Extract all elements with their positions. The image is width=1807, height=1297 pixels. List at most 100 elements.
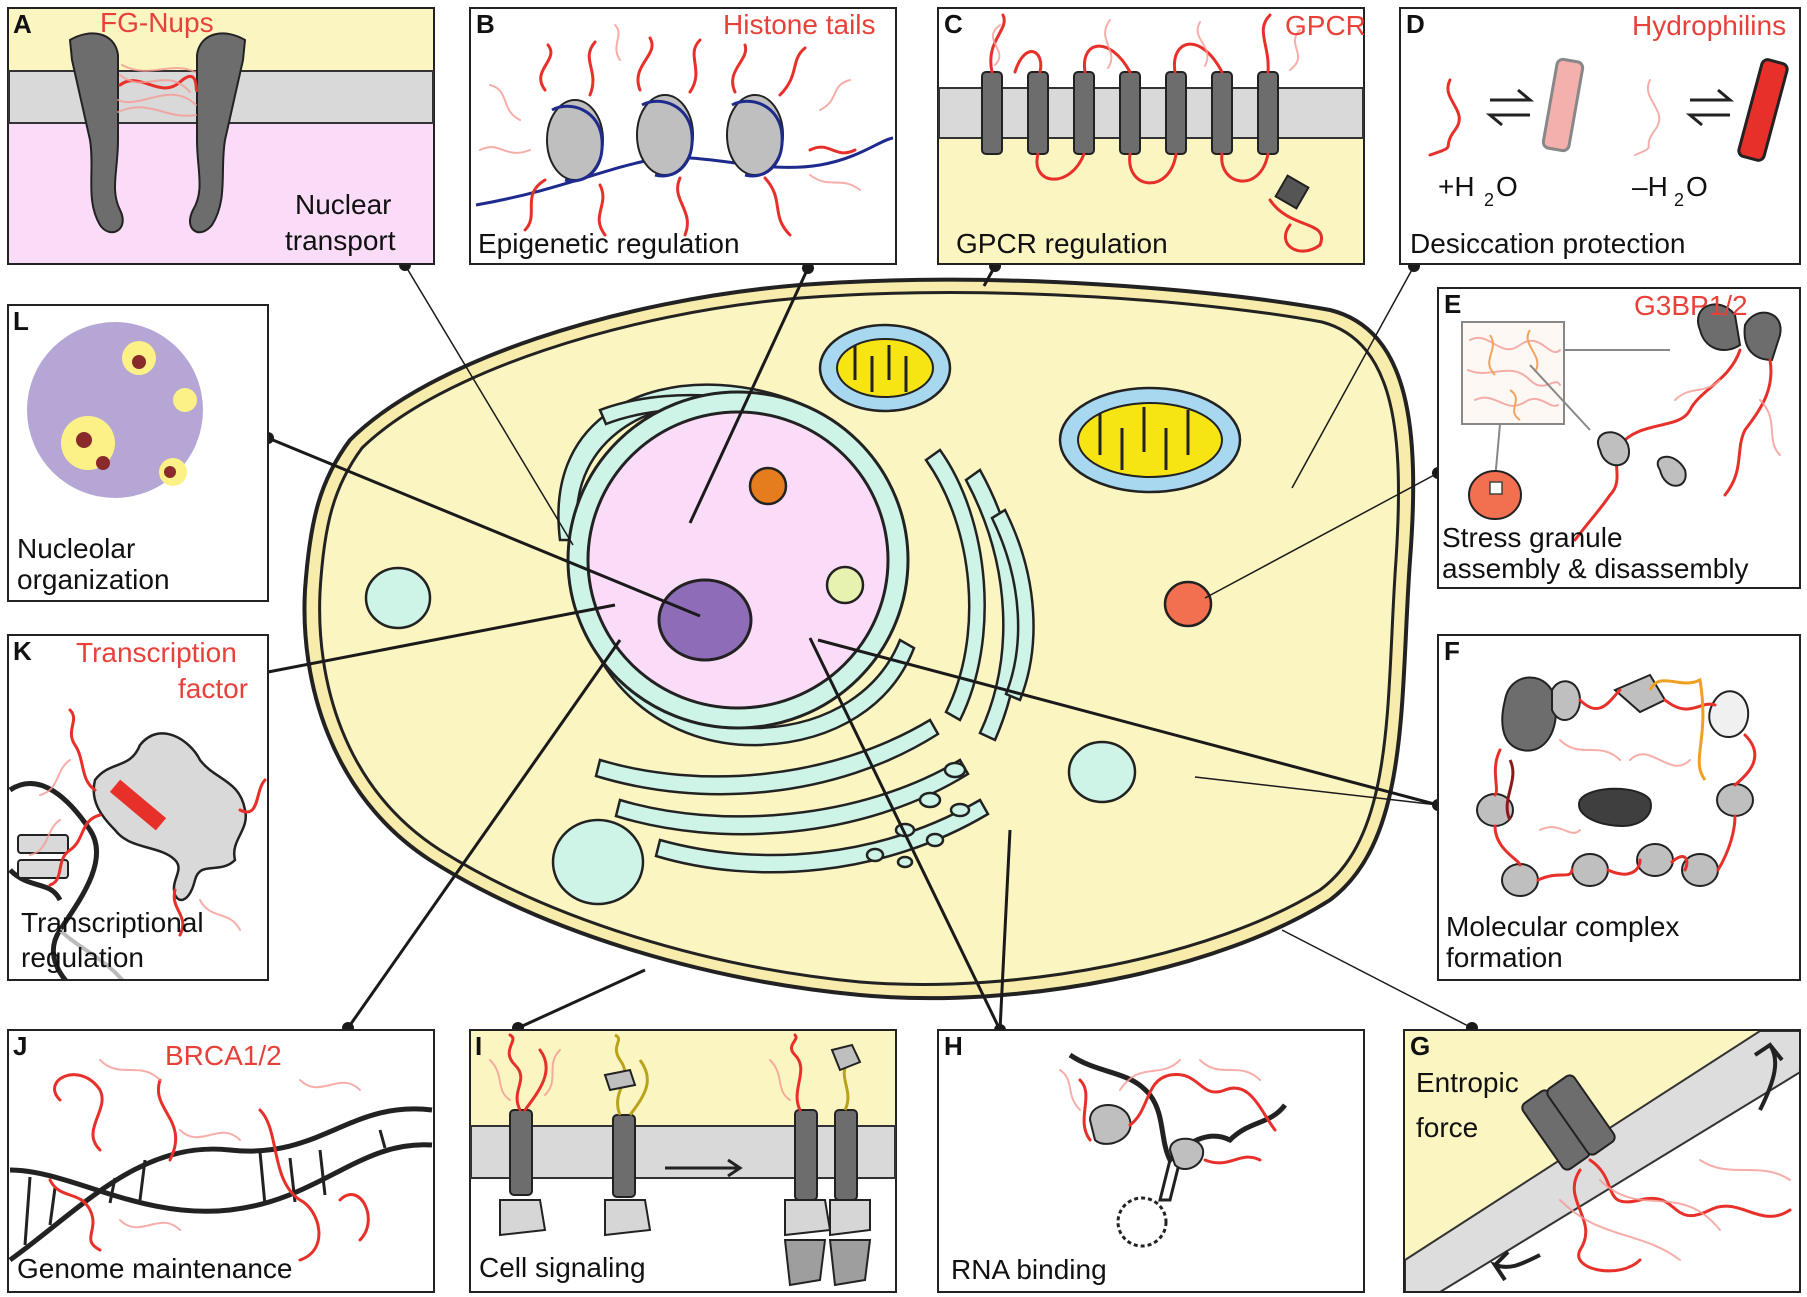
vesicle-left [364, 566, 432, 630]
membrane [1405, 1031, 1799, 1291]
svg-text:+H: +H [1438, 171, 1475, 202]
nucleoplasm [586, 410, 890, 710]
force-arrow-down [1490, 1250, 1541, 1282]
fibrillar-center [173, 388, 197, 412]
panel-a: A FG-Nups Nuclear transport [7, 7, 435, 265]
svg-text:O: O [1686, 171, 1708, 202]
caption-line-2: formation [1446, 942, 1563, 973]
protein-label: GPCR [1285, 10, 1366, 41]
nucleosome-2 [636, 94, 694, 178]
panel-letter: F [1444, 636, 1460, 666]
caption-line-2: assembly & disassembly [1442, 553, 1749, 584]
fibrillar-center-core [76, 432, 92, 448]
receptor-2-tm [612, 1114, 636, 1198]
caption-line-2: organization [17, 564, 170, 595]
dna-base-pairs [23, 1129, 387, 1246]
nucleosome-3 [726, 94, 784, 178]
rbp-domain-1 [1088, 1104, 1132, 1145]
gpcr-helices [981, 71, 1279, 155]
activation-arrow [665, 1158, 743, 1178]
caption-line-1: Transcriptional [21, 907, 204, 938]
protein-label: Histone tails [723, 9, 876, 40]
ligand-1 [603, 1068, 637, 1092]
stress-granule [1163, 580, 1213, 628]
dna-binding-domain-1 [17, 834, 69, 854]
adaptor-domain-1 [783, 1239, 827, 1287]
mitochondrion-2 [1058, 386, 1242, 494]
dna-binding-domain-2 [17, 859, 69, 879]
complex-protein-dark-2 [1578, 787, 1652, 827]
caption-line-1: Entropic [1416, 1067, 1519, 1098]
tf-helix [109, 779, 167, 831]
helix-full [1737, 58, 1789, 162]
caption-line-1: Desiccation protection [1410, 228, 1685, 259]
equilibrium-arrows-2 [1685, 88, 1735, 127]
protein-label-line-1: Transcription [76, 637, 237, 668]
fibrillar-center-core [96, 456, 110, 470]
panel-c: C GPCR GPCR regulation [937, 7, 1366, 265]
panel-k: K Transcription factor Transcriptional r… [7, 634, 269, 981]
complex-protein-dark-1 [1501, 676, 1557, 752]
kinase-domain-2 [604, 1199, 652, 1237]
caption-line-1: Nuclear [295, 189, 391, 220]
caption-line-1: RNA binding [951, 1254, 1107, 1285]
panel-d: D Hydrophilins +H 2 O –H 2 O Desiccation… [1399, 7, 1801, 265]
receptor-4-tm [834, 1109, 858, 1201]
adaptor-domain-2 [828, 1239, 872, 1287]
caption-line-2: regulation [21, 942, 144, 973]
protein-label: Hydrophilins [1632, 10, 1786, 41]
caption-line-1: Nucleolar [17, 533, 135, 564]
panel-i: I Cell signaling [469, 1029, 897, 1293]
transcription-factor [92, 732, 248, 902]
svg-text:–H: –H [1632, 171, 1668, 202]
complex-protein-gray-1 [1551, 680, 1582, 722]
panel-e: E G3BP1/2 Stress granule assembly & disa… [1437, 287, 1801, 589]
svg-text:O: O [1496, 171, 1518, 202]
kinase-domain-4 [829, 1199, 871, 1237]
hydrated-label: +H 2 O [1438, 171, 1518, 210]
kinase-domain-1 [499, 1199, 547, 1237]
equilibrium-arrows-1 [1485, 88, 1535, 127]
caption-line-1: Molecular complex [1446, 911, 1679, 942]
panel-letter: H [944, 1031, 963, 1061]
nuclear-condensate-green [825, 565, 865, 605]
extracellular-bg [471, 1031, 895, 1126]
complex-protein-gray-4 [1716, 783, 1754, 817]
panel-letter: J [13, 1031, 27, 1061]
fibrillar-center-core [164, 466, 176, 478]
rna-strand [1068, 1052, 1287, 1165]
panel-l: L Nucleolar organization [7, 304, 269, 602]
panel-letter: I [475, 1031, 482, 1061]
panel-b: B Histone tails Epigenetic regulation [469, 7, 897, 265]
force-arrow-up [1753, 1042, 1784, 1111]
panel-letter: G [1410, 1031, 1430, 1061]
nuclear-condensate-orange [748, 466, 788, 506]
caption-line-1: Cell signaling [479, 1252, 646, 1283]
protein-label-line-2: factor [178, 673, 248, 704]
kinase-domain-3 [784, 1199, 832, 1237]
helix-partial [1541, 57, 1585, 153]
panel-j: J BRCA1/2 Genome maintenance [7, 1029, 435, 1293]
svg-text:2: 2 [1674, 190, 1684, 210]
rbp-domain-2 [1168, 1137, 1205, 1170]
panel-letter: A [13, 9, 32, 39]
zoom-line [1529, 364, 1591, 431]
svg-text:2: 2 [1484, 190, 1494, 210]
panel-letter: L [13, 306, 29, 336]
dehydrated-label: –H 2 O [1632, 171, 1708, 210]
rna-loop [1116, 1196, 1168, 1248]
dna-backbone-1 [8, 1106, 433, 1263]
vesicle-right [1067, 740, 1137, 804]
cell [302, 277, 1416, 1001]
vesicle-bottom-left [551, 818, 645, 906]
protein-label: FG-Nups [100, 7, 214, 38]
caption-line-1: Genome maintenance [17, 1253, 293, 1284]
complex-protein-gray-5 [1501, 863, 1539, 897]
complex-protein-gray-8 [1571, 853, 1609, 887]
panel-f: F Molecular complex formation [1437, 634, 1801, 981]
caption-line-1: Stress granule [1442, 522, 1623, 553]
binding-domain-1 [1597, 431, 1631, 467]
panel-letter: K [13, 636, 32, 666]
binding-domain-2 [1656, 455, 1687, 487]
panel-letter: C [944, 9, 963, 39]
